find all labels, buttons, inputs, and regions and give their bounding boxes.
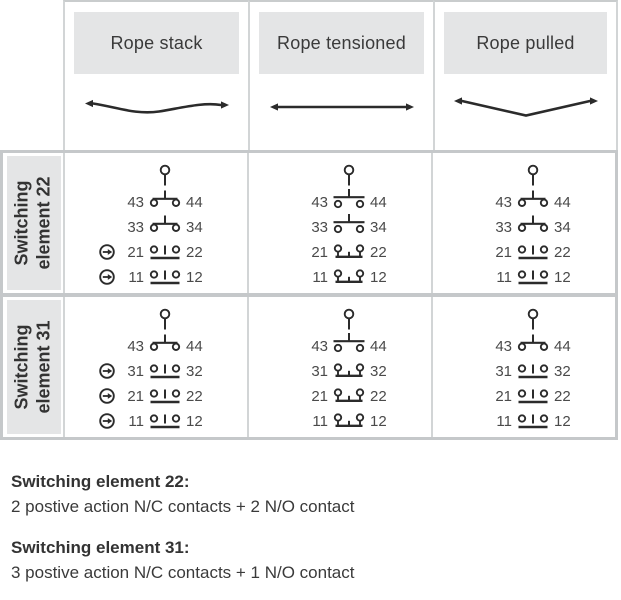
svg-text:43: 43 xyxy=(127,194,144,211)
column-header-rope-tensioned: Rope tensioned xyxy=(248,0,433,150)
contact-diagram-element31-rope-pulled: 43 44 31 32 21 22 11 12 xyxy=(495,308,571,430)
row-label-line2: element 22 xyxy=(34,176,54,270)
header-spacer xyxy=(0,0,63,150)
rope-tensioned-icon xyxy=(269,103,414,111)
svg-text:11: 11 xyxy=(128,413,144,430)
svg-text:12: 12 xyxy=(554,413,571,430)
svg-text:44: 44 xyxy=(186,338,203,355)
cell-element22-rope-tensioned: 43 44 33 34 21 22 11 12 xyxy=(247,153,431,293)
svg-text:12: 12 xyxy=(186,413,203,430)
svg-text:22: 22 xyxy=(370,244,387,261)
contact-state-table: Rope stack Rope tensioned Rope pulled xyxy=(0,0,618,440)
column-header-rope-stack: Rope stack xyxy=(63,0,248,150)
row-label-line1: Switching xyxy=(12,324,33,410)
svg-text:34: 34 xyxy=(186,219,203,236)
column-label: Rope stack xyxy=(110,32,203,53)
svg-text:43: 43 xyxy=(311,338,328,355)
cell-element22-rope-stack: 43 44 33 34 21 22 11 12 xyxy=(63,153,247,293)
svg-text:11: 11 xyxy=(496,413,512,430)
svg-text:32: 32 xyxy=(186,363,203,380)
svg-text:11: 11 xyxy=(128,269,144,286)
svg-text:44: 44 xyxy=(370,194,387,211)
svg-text:22: 22 xyxy=(554,244,571,261)
svg-text:11: 11 xyxy=(496,269,512,286)
footnote-text: 3 postive action N/C contacts + 1 N/O co… xyxy=(11,563,355,583)
svg-text:22: 22 xyxy=(554,388,571,405)
svg-text:22: 22 xyxy=(186,388,203,405)
svg-text:21: 21 xyxy=(311,244,328,261)
svg-text:44: 44 xyxy=(370,338,387,355)
svg-text:44: 44 xyxy=(554,194,571,211)
svg-text:43: 43 xyxy=(311,194,328,211)
svg-text:22: 22 xyxy=(370,388,387,405)
cell-element22-rope-pulled: 43 44 33 34 21 22 11 12 xyxy=(431,153,615,293)
svg-text:21: 21 xyxy=(495,244,512,261)
svg-text:32: 32 xyxy=(370,363,387,380)
svg-text:12: 12 xyxy=(370,269,387,286)
svg-text:43: 43 xyxy=(495,194,512,211)
contact-diagram-element22-rope-tensioned: 43 44 33 34 21 22 11 12 xyxy=(311,164,387,286)
cell-element31-rope-pulled: 43 44 31 32 21 22 11 12 xyxy=(431,297,615,437)
svg-text:33: 33 xyxy=(495,219,512,236)
column-label-box: Rope tensioned xyxy=(259,12,424,74)
contact-diagram-element31-rope-stack: 43 44 31 32 21 22 11 12 xyxy=(99,308,203,430)
svg-text:21: 21 xyxy=(311,388,328,405)
svg-text:34: 34 xyxy=(370,219,387,236)
svg-text:34: 34 xyxy=(554,219,571,236)
footnote-element-22: Switching element 22: 2 postive action N… xyxy=(11,470,621,519)
svg-text:21: 21 xyxy=(495,388,512,405)
cell-element31-rope-stack: 43 44 31 32 21 22 11 12 xyxy=(63,297,247,437)
svg-text:33: 33 xyxy=(127,219,144,236)
row-label-line1: Switching xyxy=(12,180,33,266)
svg-text:44: 44 xyxy=(554,338,571,355)
svg-text:22: 22 xyxy=(186,244,203,261)
rope-slack-icon xyxy=(84,99,229,114)
svg-text:12: 12 xyxy=(554,269,571,286)
svg-text:21: 21 xyxy=(127,388,144,405)
column-label: Rope tensioned xyxy=(277,32,406,53)
footnote-text: 2 postive action N/C contacts + 2 N/O co… xyxy=(11,496,355,516)
column-header-rope-pulled: Rope pulled xyxy=(433,0,618,150)
svg-text:43: 43 xyxy=(495,338,512,355)
svg-text:12: 12 xyxy=(370,413,387,430)
cell-element31-rope-tensioned: 43 44 31 32 21 22 11 12 xyxy=(247,297,431,437)
rope-pulled-icon xyxy=(453,97,598,117)
svg-text:21: 21 xyxy=(127,244,144,261)
svg-text:31: 31 xyxy=(311,363,328,380)
contact-diagram-element31-rope-tensioned: 43 44 31 32 21 22 11 12 xyxy=(311,308,387,430)
svg-text:44: 44 xyxy=(186,194,203,211)
row-label-line2: element 31 xyxy=(34,320,54,414)
footnote-title: Switching element 31: xyxy=(11,538,190,558)
column-label: Rope pulled xyxy=(476,32,575,53)
column-label-box: Rope pulled xyxy=(444,12,607,74)
footnote-title: Switching element 22: xyxy=(11,472,190,491)
svg-text:11: 11 xyxy=(312,269,328,286)
footnote-element-31: Switching element 31: 3 postive action N… xyxy=(11,536,621,585)
contact-diagram-element22-rope-stack: 43 44 33 34 21 22 11 12 xyxy=(99,164,203,286)
svg-text:43: 43 xyxy=(127,338,144,355)
contact-diagram-element22-rope-pulled: 43 44 33 34 21 22 11 12 xyxy=(495,164,571,286)
svg-text:11: 11 xyxy=(312,413,328,430)
svg-text:32: 32 xyxy=(554,363,571,380)
column-label-box: Rope stack xyxy=(74,12,239,74)
svg-text:33: 33 xyxy=(311,219,328,236)
table-header-row: Rope stack Rope tensioned Rope pulled xyxy=(0,0,618,150)
svg-text:12: 12 xyxy=(186,269,203,286)
footnotes: Switching element 22: 2 postive action N… xyxy=(11,470,621,586)
svg-text:31: 31 xyxy=(495,363,512,380)
svg-text:31: 31 xyxy=(127,363,144,380)
